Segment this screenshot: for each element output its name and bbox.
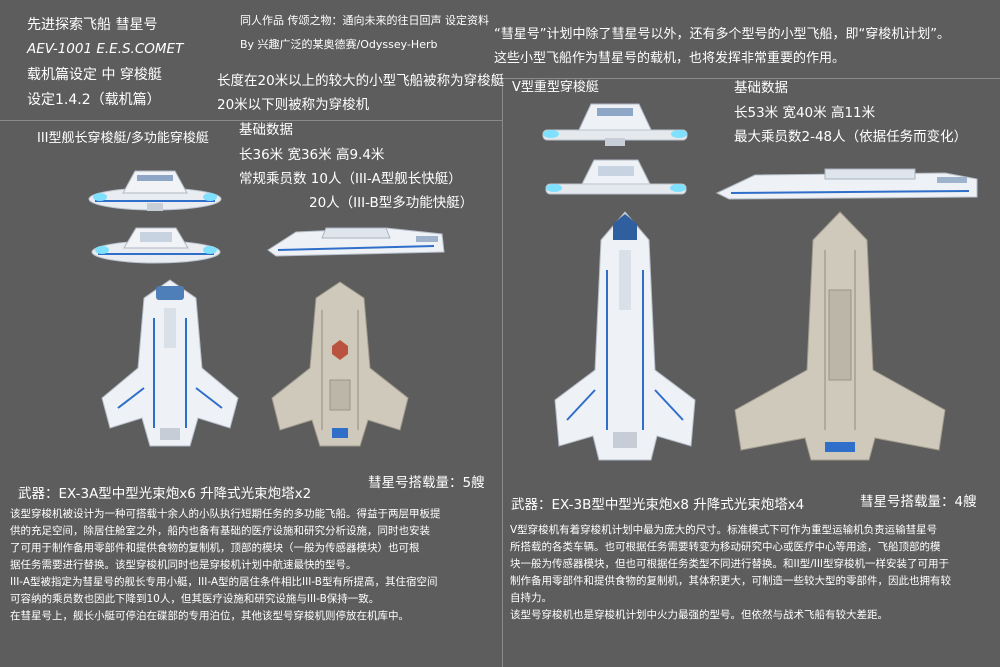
type3-desc-line-5: III-A型被指定为彗星号的舰长专用小艇，III-A型的居住条件相比III-B型… — [10, 576, 438, 588]
type3-desc-line-1: 该型穿梭机被设计为一种可搭载十余人的小队执行短期任务的多功能飞船。得益于两层甲板… — [10, 508, 441, 520]
divider-left-top — [0, 120, 503, 121]
type5-weapons: 武器：EX-3B型中型光束炮x8 升降式光束炮塔x4 — [511, 497, 805, 513]
type3-front-view-a — [88, 170, 222, 211]
type3-desc-line-2: 供的充足空间，除居住舱室之外，船内也备有基础的医疗设施和研究分析设施，同时也安装 — [10, 525, 430, 537]
type5-side-view — [715, 168, 978, 200]
type3-front-view-b — [91, 227, 221, 264]
type5-desc-line-1: V型穿梭机有着穿梭机计划中最为庞大的尺寸。标准模式下可作为重型运输机负责运输彗星… — [510, 524, 938, 536]
type3-desc-line-7: 在彗星号上，舰长小艇可停泊在碟部的专用泊位，其他该型号穿梭机则停放在机库中。 — [10, 610, 409, 622]
type3-desc-line-6: 可容纳的乘员数也因此下降到10人，但其医疗设施和研究设施与III-B保持一致。 — [10, 593, 380, 605]
type3-crew-a: 常规乘员数 10人（III-A型舰长快艇） — [239, 171, 462, 187]
type5-front-view-a — [542, 103, 688, 146]
type5-front-view-b — [545, 159, 687, 195]
type3-basic-heading: 基础数据 — [239, 122, 293, 138]
type5-bottom-view — [734, 211, 946, 461]
header-version: 设定1.4.2（载机篇） — [27, 92, 161, 108]
type5-desc-line-5: 自持力。 — [510, 592, 552, 604]
type5-top-view — [554, 211, 696, 461]
definition-line-1: 长度在20米以上的较大的小型飞船被称为穿梭艇 — [217, 73, 505, 89]
type5-desc-line-4: 制作备用零部件和提供食物的复制机，其体积更大，可制造一些较大型的零部件，因此也拥… — [510, 575, 951, 587]
type5-crew: 最大乘员数2-48人（依据任务而变化） — [734, 129, 968, 145]
type5-capacity: 彗星号搭载量：4艘 — [860, 494, 977, 510]
type3-side-view — [267, 227, 445, 257]
type5-desc-line-6: 该型号穿梭机也是穿梭机计划中火力最强的型号。但依然与战术飞船有较大差距。 — [510, 609, 888, 621]
credits-author: By 兴趣广泛的某奥德赛/Odyssey-Herb — [240, 38, 438, 51]
type5-basic-heading: 基础数据 — [734, 80, 788, 96]
definition-line-2: 20米以下则被称为穿梭机 — [217, 97, 370, 113]
type5-desc-line-3: 块一般为传感器模块，但也可根据任务类型不同进行替换。和II型/III型穿梭机一样… — [510, 558, 950, 570]
type3-capacity: 彗星号搭载量：5艘 — [368, 475, 485, 491]
type3-crew-b: 20人（III-B型多功能快艇） — [309, 195, 474, 211]
divider-vertical — [502, 78, 503, 667]
type3-desc-line-4: 据任务需要进行替换。该型穿梭机同时也是穿梭机计划中航速最快的型号。 — [10, 559, 357, 571]
type3-title: III型舰长穿梭艇/多功能穿梭艇 — [37, 131, 209, 146]
credits-title: 同人作品 传颂之物：通向未来的往日回声 设定资料 — [240, 14, 489, 27]
type3-desc-line-3: 了可用于制作备用零部件和提供食物的复制机，顶部的模块（一般为传感器模块）也可根 — [10, 542, 420, 554]
type5-dimensions: 长53米 宽40米 高11米 — [734, 105, 876, 121]
type3-description: 该型穿梭机被设计为一种可搭载十余人的小队执行短期任务的多功能飞船。得益于两层甲板… — [10, 506, 500, 625]
type3-bottom-view — [271, 281, 409, 447]
header-registry: AEV-1001 E.E.S.COMET — [27, 41, 184, 57]
type3-dimensions: 长36米 宽36米 高9.4米 — [239, 147, 385, 163]
header-section: 载机篇设定 中 穿梭艇 — [27, 67, 162, 83]
intro-line-2: 这些小型飞船作为彗星号的载机，也将发挥非常重要的作用。 — [494, 51, 846, 66]
type5-title: V型重型穿梭艇 — [512, 80, 599, 95]
divider-right-top — [503, 78, 1000, 79]
intro-line-1: “彗星号”计划中除了彗星号以外，还有多个型号的小型飞船，即“穿梭机计划”。 — [494, 27, 950, 42]
type5-desc-line-2: 所搭载的各类车辆。也可根据任务需要转变为移动研究中心或医疗中心等用途，飞船顶部的… — [510, 541, 941, 553]
type3-weapons: 武器：EX-3A型中型光束炮x6 升降式光束炮塔x2 — [18, 486, 312, 502]
header-title: 先进探索飞船 彗星号 — [27, 17, 158, 33]
type5-description: V型穿梭机有着穿梭机计划中最为庞大的尺寸。标准模式下可作为重型运输机负责运输彗星… — [510, 522, 998, 624]
type3-top-view — [101, 279, 239, 447]
